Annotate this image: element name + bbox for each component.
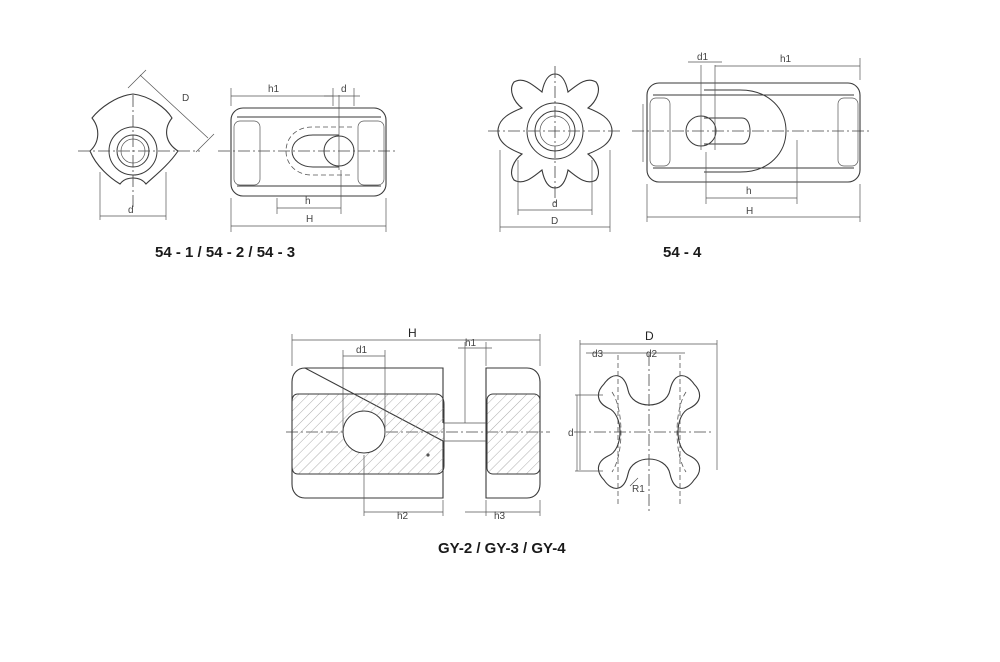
dim-label-h2: h2 bbox=[397, 511, 409, 522]
dim-label-H: H bbox=[746, 206, 753, 217]
dim-label-H: H bbox=[306, 214, 313, 225]
caption-54-4: 54 - 4 bbox=[663, 244, 702, 261]
drawing-gy-end-view: D d3 d2 d R1 bbox=[568, 329, 718, 512]
caption-gy-2-gy-3-gy-4: GY-2 / GY-3 / GY-4 bbox=[438, 540, 566, 557]
dim-label-h: h bbox=[746, 186, 752, 197]
dim-label-h: h bbox=[305, 196, 311, 207]
drawing-gy-side-section: H d1 h1 h2 h3 bbox=[286, 326, 550, 522]
dim-label-h1: h1 bbox=[780, 54, 792, 65]
drawing-54-4-front-view: d D bbox=[488, 66, 622, 232]
dim-label-d1: d1 bbox=[697, 52, 709, 63]
dim-label-d: d bbox=[552, 199, 558, 210]
dim-label-D: D bbox=[182, 93, 189, 104]
dim-label-D: D bbox=[645, 329, 654, 343]
dim-label-H: H bbox=[408, 326, 417, 340]
dim-label-d3: d3 bbox=[592, 349, 604, 360]
dim-label-h1: h1 bbox=[465, 338, 477, 349]
dim-label-d: d bbox=[568, 428, 574, 439]
dim-label-d1: d1 bbox=[356, 345, 368, 356]
drawing-54-4-side-view: d1 h1 h H bbox=[632, 52, 872, 222]
dim-label-h3: h3 bbox=[494, 511, 506, 522]
dim-label-d2: d2 bbox=[646, 349, 658, 360]
dim-label-R1: R1 bbox=[632, 484, 645, 495]
dim-label-d-front: d bbox=[128, 205, 134, 216]
dim-label-D: D bbox=[551, 216, 558, 227]
drawing-54-1-side-view: h1 d h H bbox=[218, 84, 398, 232]
dim-label-d-side: d bbox=[341, 84, 347, 95]
drawing-54-1-front-view: D d bbox=[78, 69, 215, 220]
caption-54-1-54-2-54-3: 54 - 1 / 54 - 2 / 54 - 3 bbox=[155, 244, 295, 261]
dim-label-h1: h1 bbox=[268, 84, 280, 95]
